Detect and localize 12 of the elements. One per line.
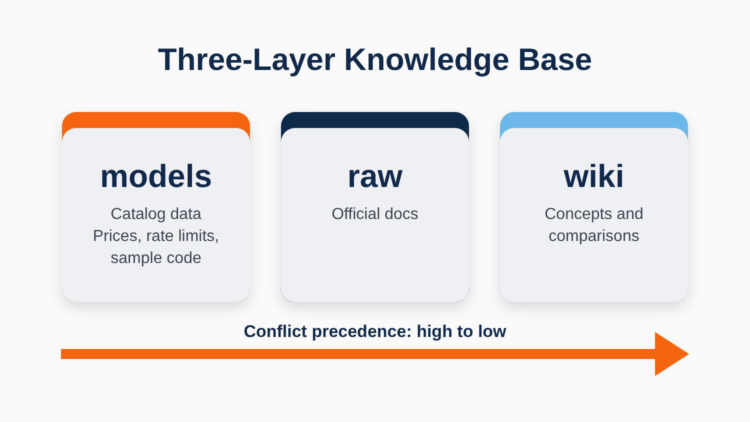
arrow-label: Conflict precedence: high to low: [244, 322, 506, 341]
layer-card: [62, 112, 250, 302]
card-text: Prices, rate limits, sample code: [92, 227, 220, 269]
card-text: Concepts and comparisons: [544, 205, 644, 247]
layer-card: [281, 112, 469, 302]
card-title: raw: [347, 157, 403, 196]
layer-card: [500, 112, 688, 302]
card-text: Catalog data: [110, 205, 202, 225]
card-title: wiki: [564, 157, 624, 196]
card-title: models: [100, 157, 212, 196]
diagram-title: Three-Layer Knowledge Base: [158, 42, 592, 77]
card-text: Official docs: [330, 205, 420, 225]
